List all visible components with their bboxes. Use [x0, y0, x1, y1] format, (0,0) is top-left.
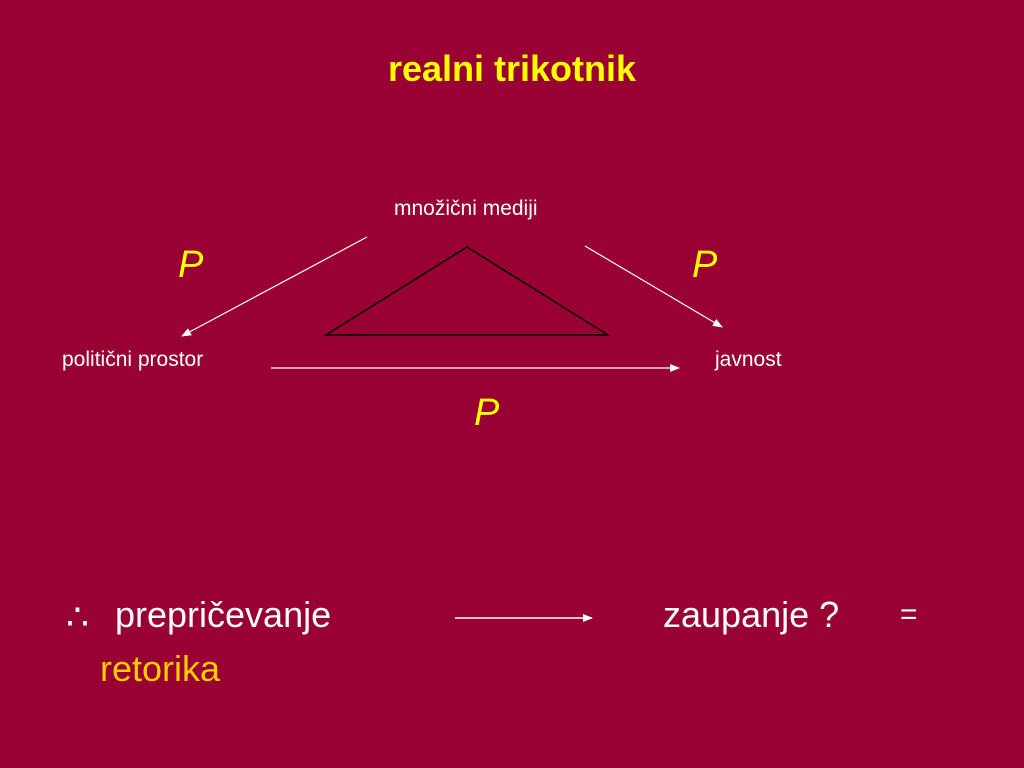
persuasion-text: prepričevanje [115, 594, 332, 635]
edge-label-right: P [692, 244, 718, 286]
node-public: javnost [715, 348, 782, 371]
equals-sign: = [900, 598, 918, 631]
rhetoric-text: retorika [100, 648, 221, 689]
node-media: množični mediji [394, 197, 538, 220]
arrow-media-to-political [181, 236, 368, 337]
central-triangle [323, 246, 611, 336]
arrow-media-to-public [584, 245, 723, 328]
edge-label-bottom: P [474, 392, 500, 434]
slide-title: realni trikotnik [387, 48, 637, 89]
trust-text: zaupanje ? [663, 594, 840, 635]
edge-label-left: P [178, 244, 204, 286]
therefore-symbol: ∴ [66, 596, 89, 637]
node-political-space: politični prostor [62, 348, 204, 371]
